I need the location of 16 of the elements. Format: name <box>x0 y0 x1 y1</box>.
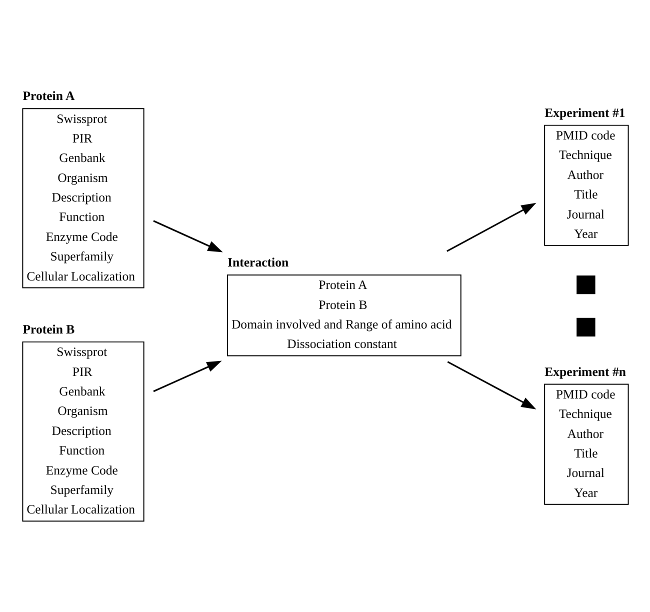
node-box: Protein A Protein B Domain involved and Range of amino acid Dissociation constant <box>227 274 462 356</box>
node-box <box>576 318 596 337</box>
node-label: Experiment #n <box>544 364 626 379</box>
node-box: PMID code Technique Author Title Journal Year <box>544 384 629 505</box>
node-label: Protein B <box>22 322 75 336</box>
node-label: Protein A <box>22 89 75 104</box>
node-label: Interaction <box>228 256 289 270</box>
node-box <box>576 275 596 294</box>
node-box: Swissprot PIR Genbank Organism Description Function Enzyme Code Superfamily Cellular Localization <box>22 108 144 288</box>
node-label: Experiment #1 <box>544 106 626 120</box>
node-box: PMID code Technique Author Title Journal Year <box>544 124 629 246</box>
arrow <box>153 220 223 252</box>
node-box: Swissprot PIR Genbank Organism Description Function Enzyme Code Superfamily Cellular Localization <box>22 341 144 522</box>
arrow <box>446 202 536 252</box>
arrow <box>447 361 536 410</box>
arrow <box>153 360 222 392</box>
